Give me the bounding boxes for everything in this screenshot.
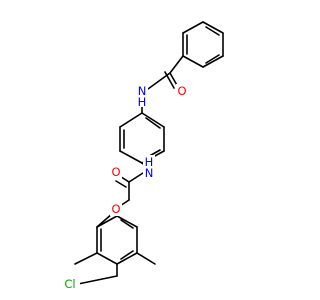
bond-line <box>77 275 118 285</box>
bond-line <box>128 172 144 183</box>
chlorine-atom: Cl <box>60 277 80 291</box>
chlorine-label: Cl <box>64 277 75 291</box>
amide-nitrogen-middle: H N <box>143 155 155 180</box>
bond-line <box>96 252 118 265</box>
ether-oxygen: O <box>110 202 122 216</box>
carbonyl-oxygen-top: O <box>176 84 188 98</box>
amide-nitrogen-top: H N <box>136 83 148 109</box>
bond-line <box>164 71 175 89</box>
carbonyl-oxygen-middle: O <box>110 165 122 179</box>
bond-line <box>182 55 204 68</box>
oxygen-label-middle: O <box>111 165 120 179</box>
bond-line <box>74 252 98 265</box>
nitrogen-label-top: N <box>138 84 147 98</box>
bond-line <box>120 219 134 229</box>
bond-line <box>169 55 184 74</box>
bond-line <box>115 180 127 188</box>
bond-line <box>141 112 165 128</box>
hydrogen-label-middle: H <box>145 155 154 169</box>
bond-line <box>116 252 138 265</box>
bond-line <box>147 72 171 90</box>
bond-line <box>145 117 161 129</box>
structure-diagram: O H N H N O O Cl <box>60 21 224 291</box>
bond-line <box>202 21 224 34</box>
bond-layer <box>74 21 224 285</box>
hydrogen-label-top: H <box>138 95 147 109</box>
bond-line <box>205 26 220 36</box>
oxygen-label-top: O <box>177 84 186 98</box>
bond-line <box>119 150 143 164</box>
bond-line <box>120 250 134 260</box>
bond-line <box>182 21 204 34</box>
bond-line <box>96 215 118 228</box>
oxygen-label-ether: O <box>111 202 120 216</box>
bond-line <box>136 252 156 265</box>
bond-line <box>116 215 138 228</box>
bond-line <box>205 54 220 64</box>
atom-label-layer: O H N H N O O Cl <box>60 83 188 291</box>
bond-line <box>202 55 224 68</box>
nitrogen-label-middle: N <box>145 166 154 180</box>
bond-line <box>119 112 143 128</box>
molecule-drawing: O H N H N O O Cl <box>60 21 224 291</box>
